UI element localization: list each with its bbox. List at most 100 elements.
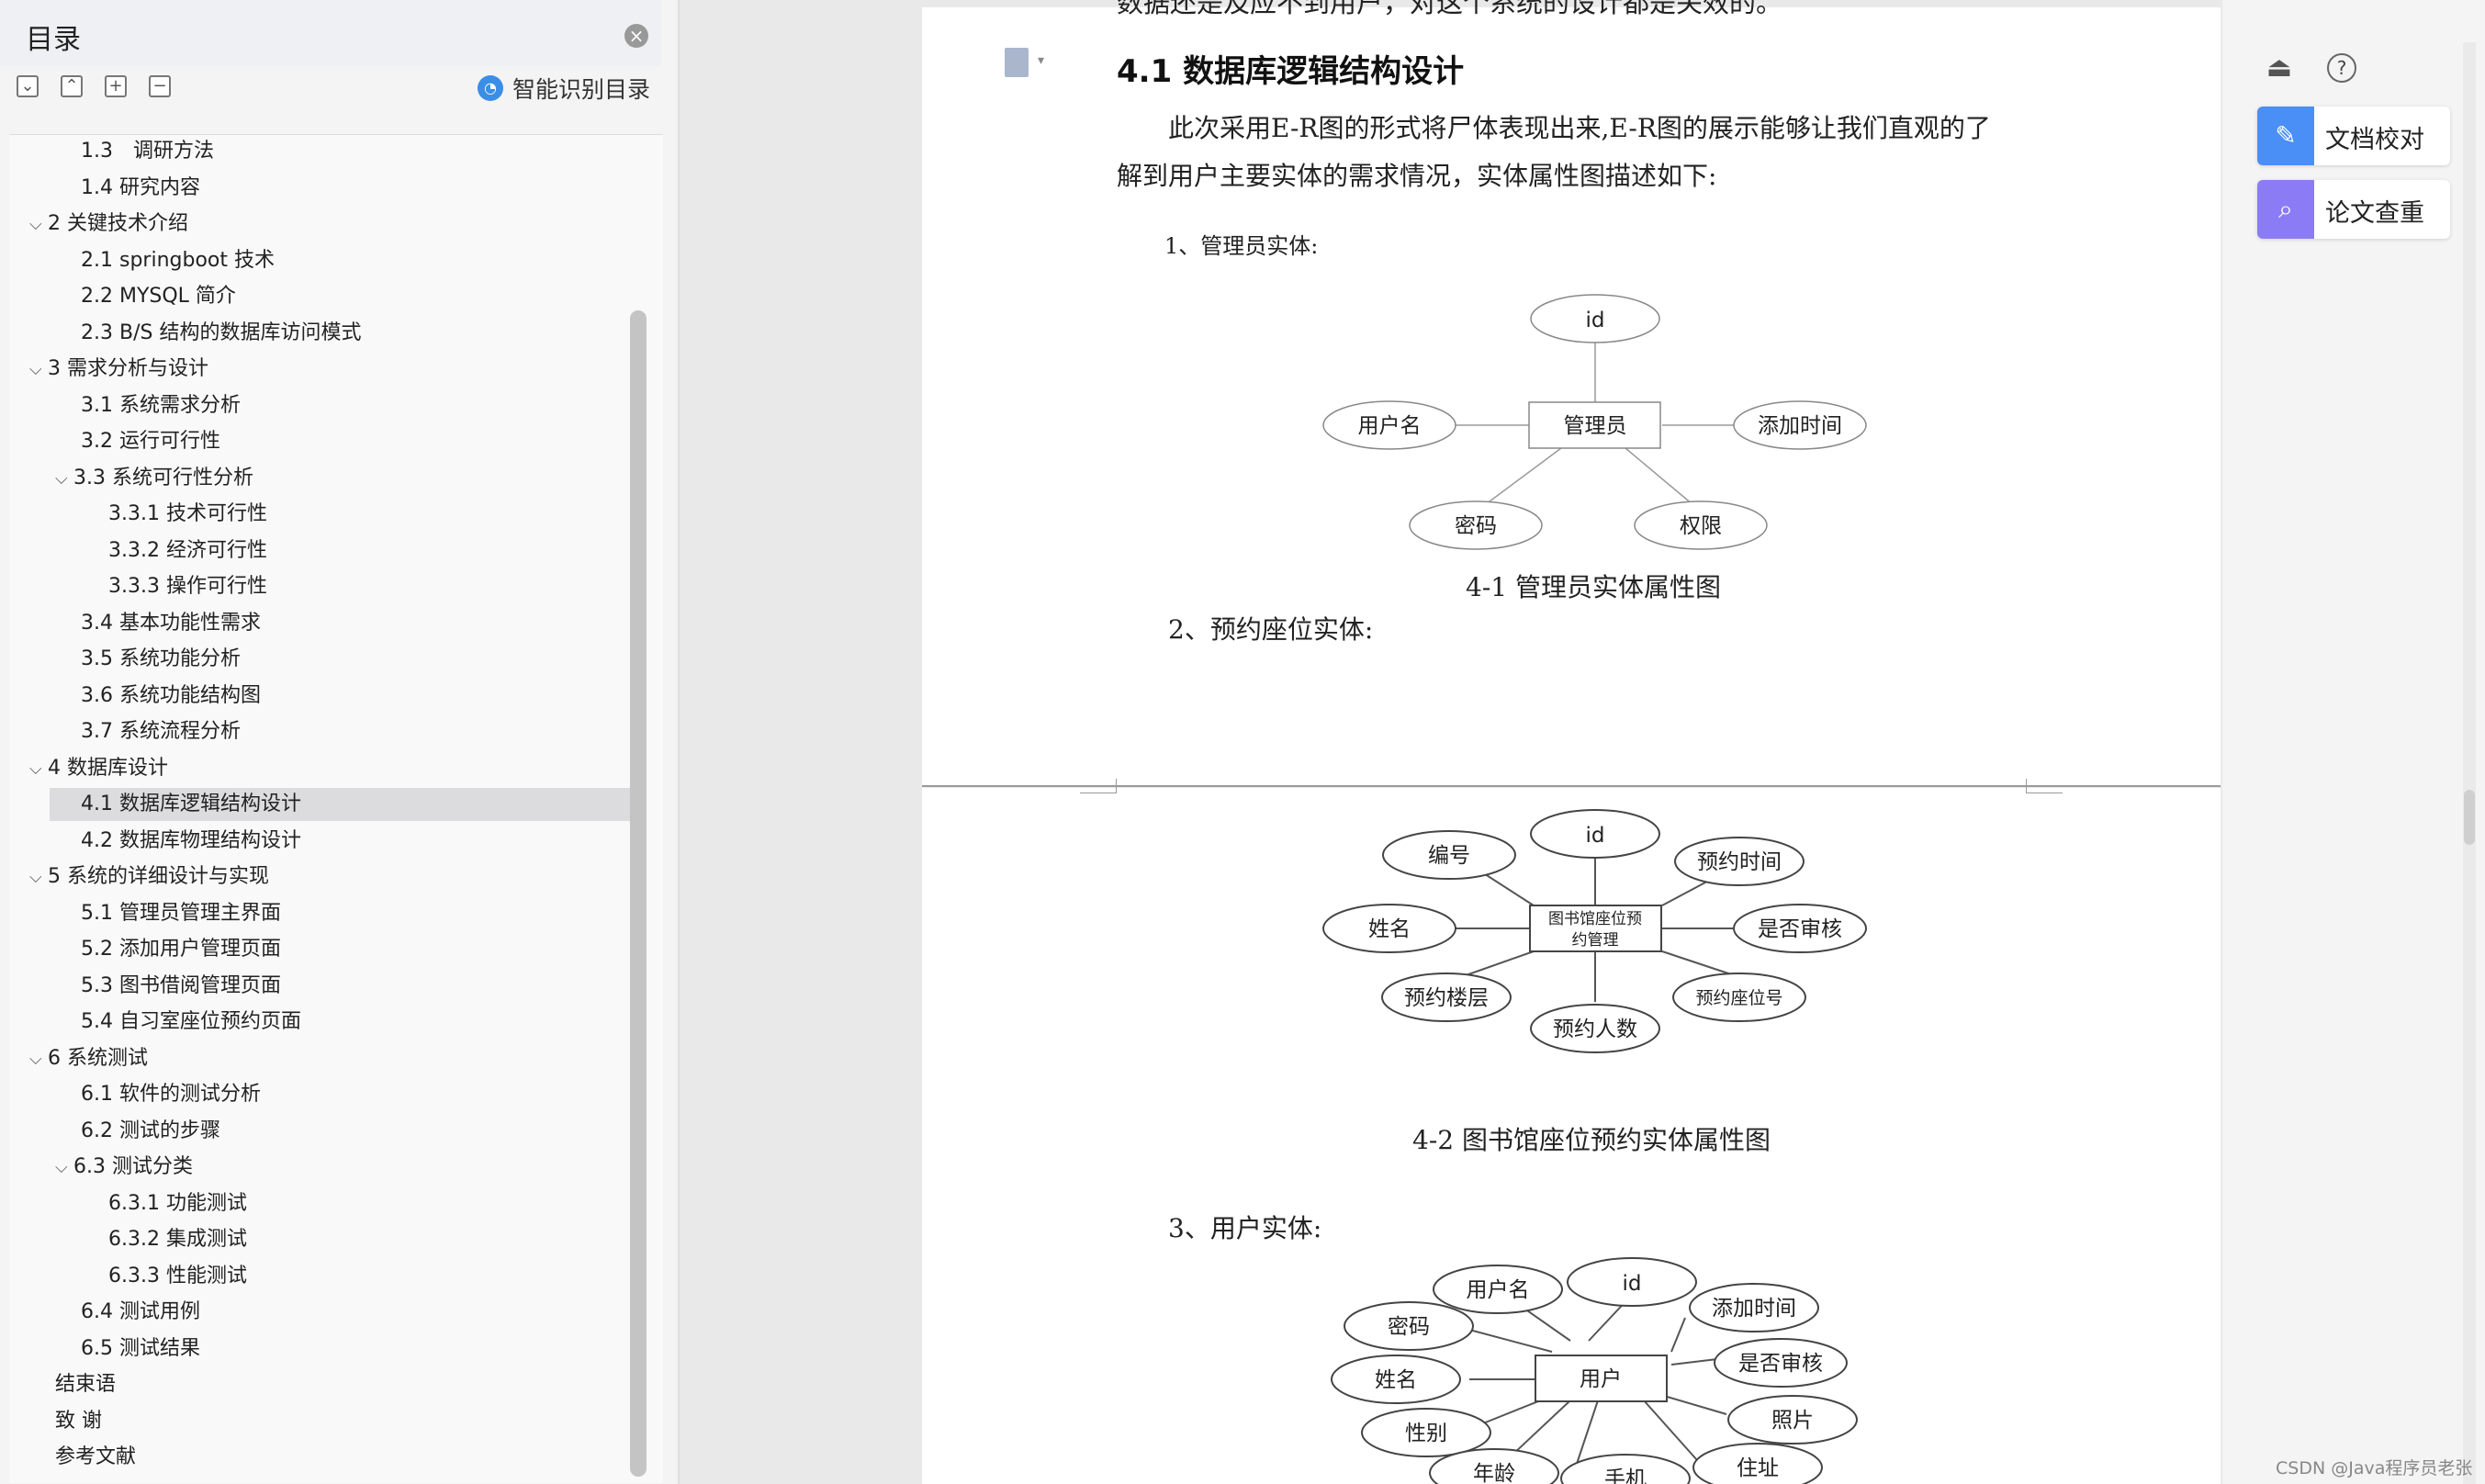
toc-item[interactable]: 2.2 MYSQL 简介 [81, 280, 236, 313]
toc-item[interactable]: 6.3.3 性能测试 [108, 1260, 247, 1293]
toc-item[interactable]: 6.2 测试的步骤 [81, 1115, 220, 1148]
collapse-all-icon[interactable]: ⌄ [17, 75, 39, 97]
toc-item-label: 5 系统的详细设计与实现 [48, 865, 269, 888]
er-attr-label: 预约人数 [1553, 1017, 1637, 1041]
toc-item[interactable]: 致 谢 [55, 1405, 102, 1438]
attr-ellipse [1409, 500, 1543, 550]
toc-item[interactable]: ⌵ 4 数据库设计 [29, 752, 168, 785]
toc-scrollbar[interactable] [630, 310, 647, 1477]
smart-recognize-button[interactable]: ◔ 智能识别目录 [478, 73, 650, 103]
toc-item[interactable]: ⌵ 5 系统的详细设计与实现 [29, 860, 269, 894]
toc-list: 1.3 调研方法 1.4 研究内容 ⌵2 关键技术介绍 2.1 springbo… [9, 134, 663, 1483]
toc-item-label: 6.5 测试结果 [81, 1337, 200, 1360]
close-icon[interactable]: × [624, 24, 648, 48]
toc-item-label: 1.3 调研方法 [81, 140, 214, 163]
toc-item[interactable]: 3.3.3 操作可行性 [108, 570, 267, 603]
chevron-down-icon[interactable]: ⌵ [29, 215, 42, 234]
toc-item[interactable]: 6.3.2 集成测试 [108, 1223, 247, 1256]
figure-caption: 4-2 图书馆座位预约实体属性图 [1412, 1125, 1771, 1155]
toc-item-label: 3.3.1 技术可行性 [108, 502, 267, 525]
chevron-down-icon[interactable]: ▾ [1038, 53, 1045, 68]
attr-ellipse [1530, 809, 1660, 859]
toc-item[interactable]: 3.6 系统功能结构图 [81, 680, 261, 713]
chevron-down-icon[interactable]: ⌵ [29, 360, 42, 379]
minus-icon[interactable]: − [149, 75, 171, 97]
toc-item[interactable]: ⌵2 关键技术介绍 [29, 208, 188, 241]
toc-item-label: 6 系统测试 [48, 1047, 148, 1070]
toc-item[interactable]: ⌵ 6.3 测试分类 [55, 1151, 193, 1184]
chevron-down-icon[interactable]: ⌵ [55, 469, 68, 489]
toc-item[interactable]: 4.2 数据库物理结构设计 [81, 825, 301, 858]
toc-item[interactable]: 6.4 测试用例 [81, 1296, 200, 1329]
toc-item-selected[interactable]: 4.1 数据库逻辑结构设计 [50, 788, 632, 821]
toc-item[interactable]: 3.3.1 技术可行性 [108, 498, 267, 531]
toc-item[interactable]: 2.1 springboot 技术 [81, 244, 275, 277]
er-attr-label: 手机 [1604, 1467, 1647, 1484]
er-attr-label: 年龄 [1473, 1462, 1515, 1484]
chevron-down-icon[interactable]: ⌵ [29, 1050, 42, 1069]
toc-item[interactable]: ⌵3.3 系统可行性分析 [55, 462, 253, 495]
attr-ellipse [1672, 972, 1806, 1022]
collapse-panel-icon[interactable]: ⏏ [2266, 51, 2293, 84]
scrollbar-thumb[interactable] [2464, 790, 2475, 845]
attr-ellipse [1733, 400, 1867, 450]
toc-item[interactable]: 结束语 [55, 1368, 116, 1401]
toc-item[interactable]: 5.1 管理员管理主界面 [81, 897, 281, 930]
toc-item[interactable]: 3.4 基本功能性需求 [81, 607, 261, 640]
chevron-down-icon[interactable]: ⌵ [29, 759, 42, 779]
doc-proofread-button[interactable]: ✎ 文档校对 [2257, 107, 2450, 165]
toc-item[interactable]: 3.2 运行可行性 [81, 425, 220, 458]
document-scrollbar[interactable] [2463, 42, 2476, 1484]
toc-item-label: 3.6 系统功能结构图 [81, 684, 261, 707]
toc-item-label: 6.3 测试分类 [73, 1155, 193, 1178]
toc-item-label: 1.4 研究内容 [81, 176, 200, 199]
document-icon[interactable] [1005, 48, 1029, 77]
chevron-down-icon[interactable]: ⌵ [55, 1158, 68, 1177]
attr-ellipse [1634, 500, 1768, 550]
attr-ellipse [1560, 1454, 1691, 1484]
toc-item-label: 致 谢 [55, 1410, 102, 1433]
toc-item[interactable]: 3.7 系统流程分析 [81, 715, 241, 748]
toc-item[interactable]: 5.3 图书借阅管理页面 [81, 970, 281, 1003]
er-attr-label: 是否审核 [1738, 1352, 1823, 1376]
toc-item[interactable]: 6.5 测试结果 [81, 1332, 200, 1366]
toc-item[interactable]: 6.3.1 功能测试 [108, 1187, 247, 1220]
toc-item-label: 3.7 系统流程分析 [81, 720, 241, 743]
toc-item-label: 3.2 运行可行性 [81, 430, 220, 453]
expand-up-icon[interactable]: ⌃ [61, 75, 83, 97]
toc-item[interactable]: 3.3.2 经济可行性 [108, 534, 267, 568]
toc-item-label: 3.5 系统功能分析 [81, 647, 241, 670]
toc-item[interactable]: 1.4 研究内容 [81, 172, 200, 205]
toc-item[interactable]: 参考文献 [55, 1441, 136, 1474]
cut-off-text: 数据还是及应不到用户，对这个系统的设计都是关效的。 [1117, 0, 1783, 18]
toc-item[interactable]: ⌵3 需求分析与设计 [29, 353, 208, 386]
er-entity-label: 管理员 [1564, 414, 1627, 438]
toc-item-label: 2.2 MYSQL 简介 [81, 285, 236, 308]
toc-item[interactable]: 5.4 自习室座位预约页面 [81, 1006, 301, 1039]
toc-item[interactable]: 2.3 B/S 结构的数据库访问模式 [81, 317, 361, 350]
er-attr-label: 姓名 [1368, 917, 1411, 941]
panel-divider[interactable] [678, 0, 680, 1484]
er-attr-label: id [1586, 824, 1605, 848]
er-attr-label: 是否审核 [1758, 917, 1842, 941]
attr-ellipse [1433, 1265, 1563, 1314]
toc-item[interactable]: 6.1 软件的测试分析 [81, 1078, 261, 1111]
toc-item[interactable]: ⌵ 6 系统测试 [29, 1042, 148, 1075]
er-entity-label: 图书馆座位预 [1548, 910, 1642, 928]
help-icon[interactable]: ? [2327, 53, 2356, 83]
attr-ellipse [1733, 904, 1867, 953]
plus-icon[interactable]: + [105, 75, 127, 97]
proofread-icon: ✎ [2257, 107, 2314, 165]
toc-item[interactable]: 5.2 添加用户管理页面 [81, 933, 281, 966]
toc-item[interactable]: 3.1 系统需求分析 [81, 389, 241, 422]
er-entity-label: 用户 [1580, 1367, 1622, 1391]
toc-item[interactable]: 1.3 调研方法 [81, 135, 214, 168]
attr-ellipse [1692, 1443, 1823, 1484]
section-heading: 4.1 数据库逻辑结构设计 [1117, 53, 1465, 90]
plagiarism-check-button[interactable]: ⌕ 论文查重 [2257, 180, 2450, 239]
attr-ellipse [1344, 1301, 1474, 1351]
entity-title: 2、预约座位实体: [1168, 614, 1374, 645]
toc-item[interactable]: 3.5 系统功能分析 [81, 643, 241, 676]
chevron-down-icon[interactable]: ⌵ [29, 868, 42, 887]
toc-item-label: 4 数据库设计 [48, 757, 168, 780]
